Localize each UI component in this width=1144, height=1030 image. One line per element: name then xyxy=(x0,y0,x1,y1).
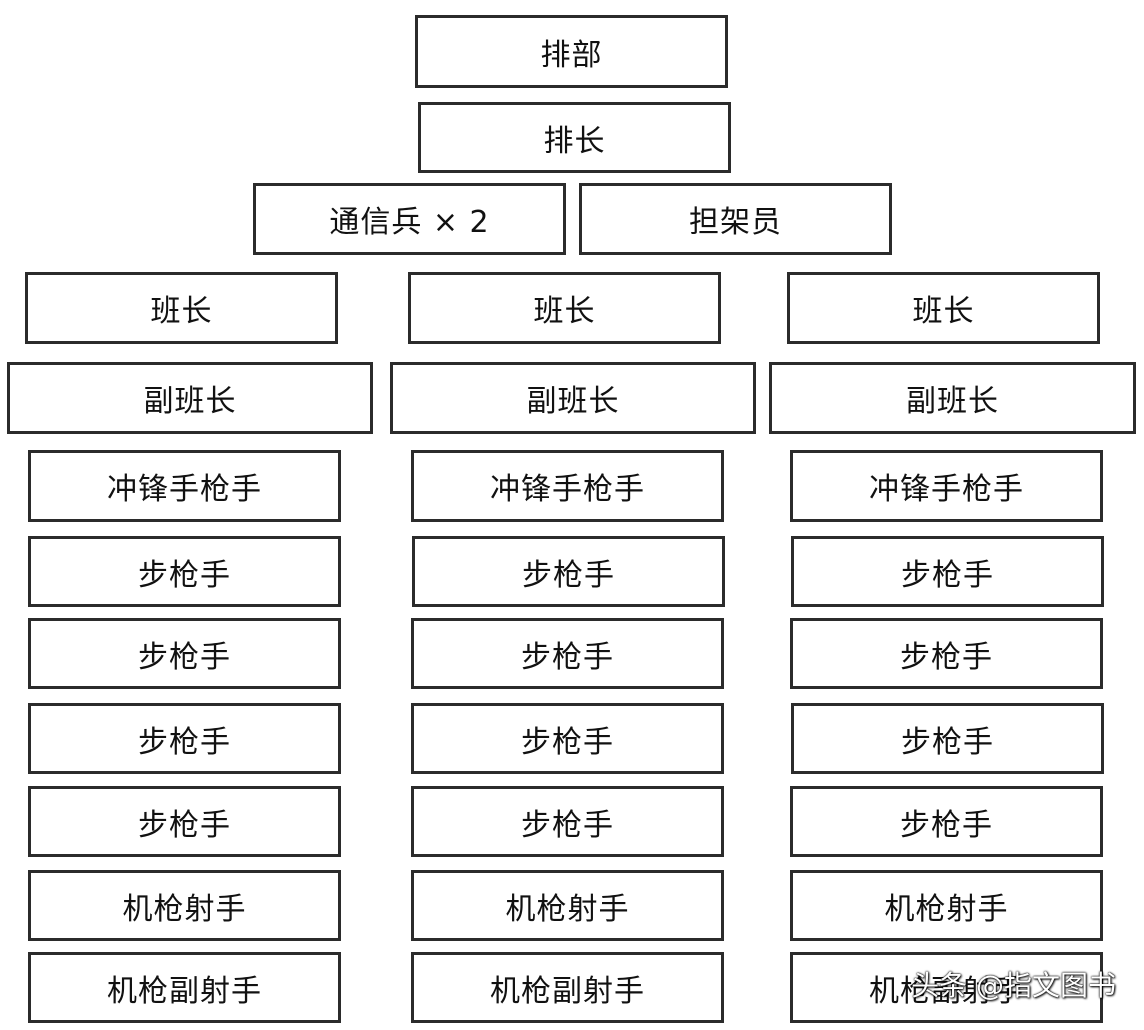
squad-1-rifleman-1-box: 步枪手 xyxy=(28,536,341,607)
squad-3-rifleman-3-box: 步枪手 xyxy=(791,703,1104,774)
squad-2-mg-gunner-box: 机枪射手 xyxy=(411,870,724,941)
squad-2-rifleman-2-box: 步枪手 xyxy=(411,618,724,689)
squad-2-leader-box: 班长 xyxy=(408,272,721,344)
squad-3-rifleman-4-box: 步枪手 xyxy=(790,786,1103,857)
squad-3-mg-gunner-box: 机枪射手 xyxy=(790,870,1103,941)
squad-1-deputy-box: 副班长 xyxy=(7,362,373,434)
squad-3-smg-box: 冲锋手枪手 xyxy=(790,450,1103,522)
squad-1-rifleman-4-box: 步枪手 xyxy=(28,786,341,857)
squad-2-smg-box: 冲锋手枪手 xyxy=(411,450,724,522)
signalmen-box: 通信兵 × 2 xyxy=(253,183,566,255)
squad-2-rifleman-4-box: 步枪手 xyxy=(411,786,724,857)
squad-3-leader-box: 班长 xyxy=(787,272,1100,344)
squad-2-rifleman-1-box: 步枪手 xyxy=(412,536,725,607)
squad-2-deputy-box: 副班长 xyxy=(390,362,756,434)
squad-1-leader-box: 班长 xyxy=(25,272,338,344)
squad-3-deputy-box: 副班长 xyxy=(769,362,1136,434)
squad-1-rifleman-3-box: 步枪手 xyxy=(28,703,341,774)
squad-1-mg-assistant-box: 机枪副射手 xyxy=(28,952,341,1023)
squad-3-rifleman-2-box: 步枪手 xyxy=(790,618,1103,689)
squad-3-mg-assistant-box: 机枪副射手 xyxy=(790,952,1103,1023)
squad-1-rifleman-2-box: 步枪手 xyxy=(28,618,341,689)
squad-2-rifleman-3-box: 步枪手 xyxy=(411,703,724,774)
squad-3-rifleman-1-box: 步枪手 xyxy=(791,536,1104,607)
stretcher-bearer-box: 担架员 xyxy=(579,183,892,255)
platoon-leader-box: 排长 xyxy=(418,102,731,173)
watermark: 头条 @指文图书 xyxy=(911,969,1116,1002)
platoon-unit-box: 排部 xyxy=(415,15,728,88)
squad-1-smg-box: 冲锋手枪手 xyxy=(28,450,341,522)
squad-2-mg-assistant-box: 机枪副射手 xyxy=(411,952,724,1023)
squad-1-mg-gunner-box: 机枪射手 xyxy=(28,870,341,941)
